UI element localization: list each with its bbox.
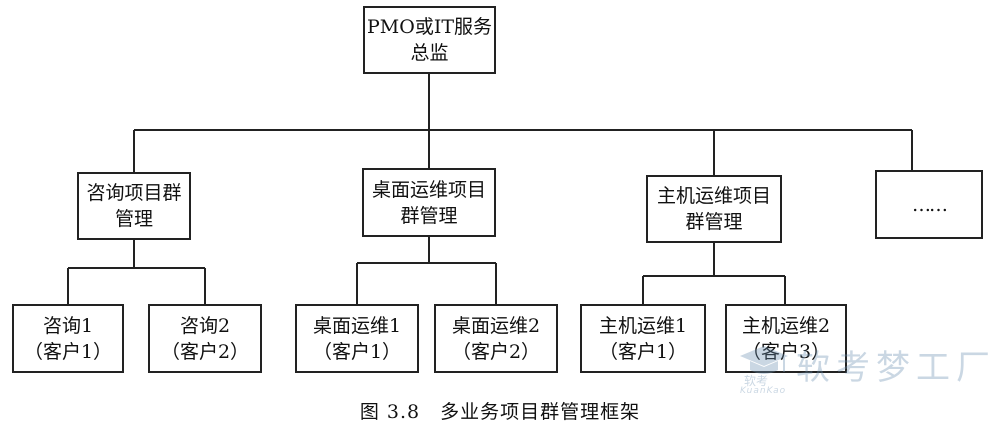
child-node-line1: 桌面运维1 [312, 314, 402, 337]
group-node-mainframe-ops: 主机运维项目 群管理 [646, 175, 782, 243]
child-node-line1: 桌面运维2 [451, 314, 541, 337]
child-node-line1: 主机运维2 [741, 314, 831, 337]
child-node-line2: （客户1） [23, 340, 113, 363]
figure-caption: 图 3.8 多业务项目群管理框架 [359, 401, 641, 423]
group-node-line2: 群管理 [685, 211, 743, 233]
group-node-more: …… [875, 170, 983, 239]
root-node: PMO或IT服务 总监 [363, 6, 496, 74]
group-node-consulting: 咨询项目群 管理 [77, 172, 191, 240]
child-node-line2: （客户2） [451, 340, 541, 363]
child-node-line2: （客户1） [598, 340, 688, 363]
child-node-line1: 主机运维1 [598, 314, 688, 337]
group-node-desktop-ops: 桌面运维项目 群管理 [362, 168, 496, 237]
group-node-line1: 咨询项目群 [86, 182, 182, 204]
child-node-desktop-ops-1: 桌面运维1 （客户1） [295, 304, 419, 373]
root-node-line2: 总监 [410, 42, 449, 64]
child-node-line2: （客户2） [160, 340, 250, 363]
watermark-small: 软考 [744, 374, 769, 388]
group-node-line2: 群管理 [400, 204, 458, 227]
child-node-mainframe-ops-1: 主机运维1 （客户1） [580, 304, 706, 373]
group-node-line2: 管理 [114, 208, 153, 230]
watermark-latin: KuanKao [740, 386, 787, 396]
child-node-line1: 咨询2 [179, 314, 231, 337]
child-node-consulting-2: 咨询2 （客户2） [148, 304, 262, 373]
child-node-mainframe-ops-2: 主机运维2 （客户3） [725, 304, 847, 373]
group-node-line1: 桌面运维项目 [371, 178, 486, 201]
watermark: 软考梦工厂 软考 KuanKao [738, 338, 990, 398]
group-node-more-text: …… [912, 193, 948, 216]
graduation-cap-icon [740, 346, 788, 374]
child-node-desktop-ops-2: 桌面运维2 （客户2） [434, 304, 558, 373]
child-node-line2: （客户1） [312, 340, 402, 363]
group-node-line1: 主机运维项目 [656, 185, 771, 207]
child-node-line2: （客户3） [741, 340, 831, 363]
root-node-line1: PMO或IT服务 [367, 16, 492, 38]
watermark-text: 软考梦工厂 [796, 348, 996, 388]
child-node-line1: 咨询1 [42, 314, 94, 337]
child-node-consulting-1: 咨询1 （客户1） [12, 304, 124, 373]
